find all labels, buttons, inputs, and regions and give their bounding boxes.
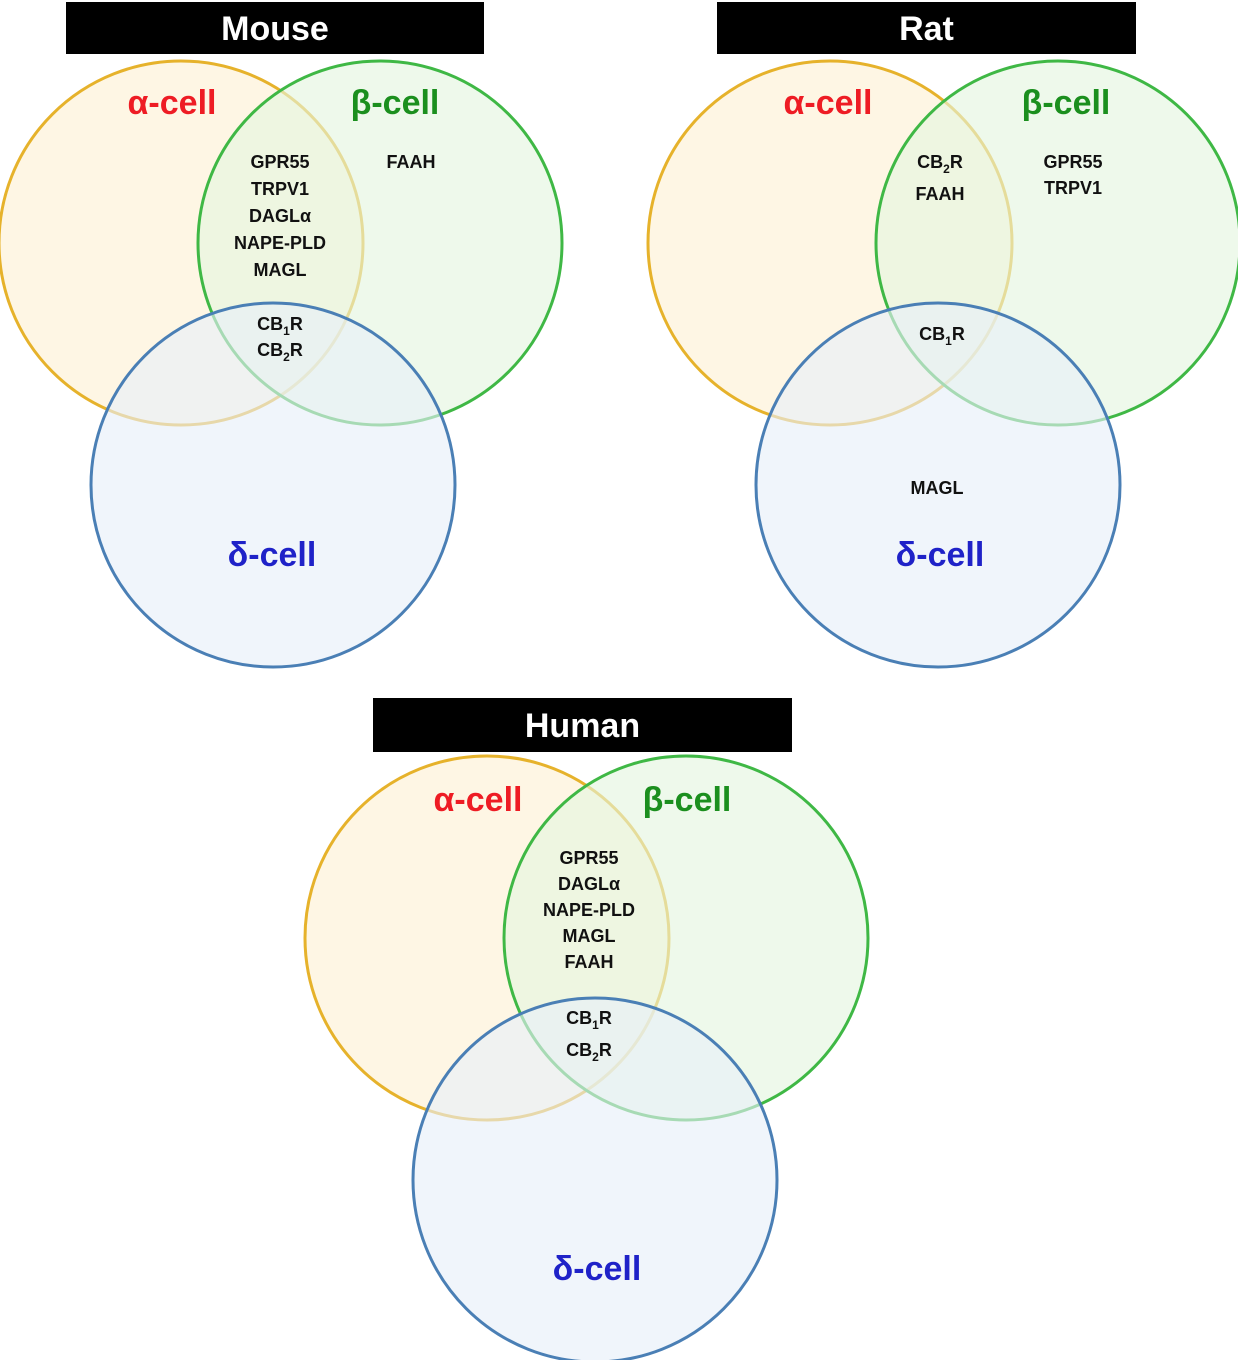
human-delta-cell-circle bbox=[411, 996, 779, 1360]
human-alpha-beta-gene: MAGL bbox=[563, 926, 616, 946]
mouse-alpha-beta-gene: MAGL bbox=[254, 260, 307, 280]
mouse-alpha-beta-gene: NAPE-PLD bbox=[234, 233, 326, 253]
mouse-alpha-cell-label: α-cell bbox=[128, 84, 217, 122]
human-alpha-cell-label: α-cell bbox=[434, 781, 523, 819]
mouse-all-three-gene: CB1R bbox=[257, 314, 303, 338]
mouse-title-banner bbox=[66, 2, 484, 54]
human-all-three-gene: CB2R bbox=[566, 1040, 612, 1064]
human-beta-cell-label: β-cell bbox=[643, 781, 732, 819]
rat-delta-only-gene: MAGL bbox=[911, 478, 964, 498]
rat-alpha-beta-gene: CB2R bbox=[917, 152, 963, 176]
human-delta-cell-label: δ-cell bbox=[553, 1250, 642, 1288]
rat-beta-only-gene: GPR55 bbox=[1043, 152, 1102, 172]
mouse-title: Mouse bbox=[221, 10, 329, 48]
rat-title: Rat bbox=[899, 10, 954, 48]
human-title-banner bbox=[373, 698, 792, 752]
mouse-delta-cell-label: δ-cell bbox=[228, 536, 317, 574]
human-alpha-beta-gene: DAGLα bbox=[558, 874, 620, 894]
human-all-three-gene: CB1R bbox=[566, 1008, 612, 1032]
rat-beta-only-gene: TRPV1 bbox=[1044, 178, 1102, 198]
mouse-beta-only-gene: FAAH bbox=[387, 152, 436, 172]
rat-beta-cell-label: β-cell bbox=[1022, 84, 1111, 122]
human-alpha-beta-gene: NAPE-PLD bbox=[543, 900, 635, 920]
mouse-alpha-beta-gene: DAGLα bbox=[249, 206, 311, 226]
rat-venn-panel: Rat α-cell β-cell δ-cell CB2R FAAH GPR55TRPV1C… bbox=[646, 2, 1238, 669]
mouse-alpha-beta-gene: TRPV1 bbox=[251, 179, 309, 199]
human-alpha-beta-gene: GPR55 bbox=[559, 848, 618, 868]
mouse-delta-cell-circle bbox=[89, 301, 457, 669]
rat-all-three-gene: CB1R bbox=[919, 324, 965, 348]
mouse-beta-cell-label: β-cell bbox=[351, 84, 440, 122]
rat-delta-cell-circle bbox=[754, 301, 1122, 669]
rat-alpha-cell-label: α-cell bbox=[784, 84, 873, 122]
mouse-all-three-gene: CB2R bbox=[257, 340, 303, 364]
rat-alpha-beta-gene: FAAH bbox=[916, 184, 965, 204]
human-alpha-beta-gene: FAAH bbox=[565, 952, 614, 972]
rat-delta-cell-label: δ-cell bbox=[896, 536, 985, 574]
human-title: Human bbox=[525, 707, 640, 745]
mouse-alpha-beta-gene: GPR55 bbox=[250, 152, 309, 172]
rat-title-banner bbox=[717, 2, 1136, 54]
